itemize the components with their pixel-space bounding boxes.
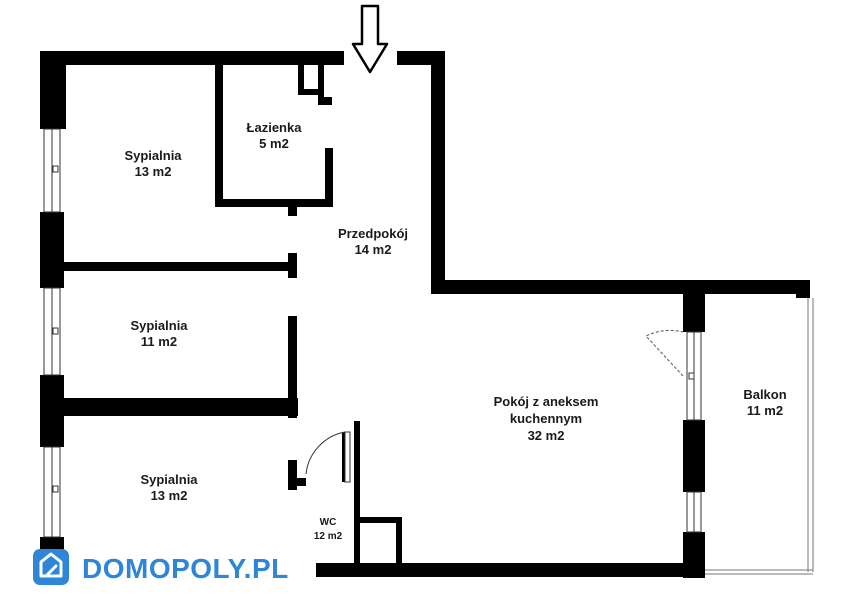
room-sypialnia-1-name: Sypialnia: [124, 148, 182, 163]
wall-bed2-right: [288, 316, 297, 418]
balcony-door-swing: [645, 329, 684, 377]
room-przedpokoj-area: 14 m2: [355, 242, 392, 257]
room-sypialnia-3-name: Sypialnia: [140, 472, 198, 487]
wall-bed1-stub: [288, 207, 297, 216]
room-sypialnia-2-area: 11 m2: [141, 334, 177, 349]
wall-bottom: [316, 563, 705, 577]
wall-shaft-right: [318, 63, 324, 105]
wall-bed3-jamb-foot: [288, 478, 306, 486]
logo: DOMOPOLY.PL: [33, 549, 289, 585]
room-pokoj-name: Pokój z aneksem: [494, 394, 599, 409]
wall-shaft-bottom: [298, 89, 318, 95]
room-pokoj-area: 32 m2: [528, 428, 565, 443]
room-lazienka-area: 5 m2: [259, 136, 289, 151]
window-handles: [52, 165, 59, 493]
room-przedpokoj-name: Przedpokój: [338, 226, 408, 241]
wall-bed3-jamb: [288, 460, 297, 490]
wall-bath-right: [325, 148, 333, 207]
wall-balcony-corner: [683, 280, 705, 332]
room-sypialnia-1-area: 13 m2: [135, 164, 172, 179]
wall-shaft-left: [298, 63, 304, 95]
wall-living-right-1: [683, 420, 705, 492]
room-wc-area: 12 m2: [314, 531, 343, 542]
wall-bed2-bed3: [62, 398, 298, 416]
wall-wc-top: [354, 517, 402, 523]
wall-bed1-bed2: [62, 262, 296, 271]
wall-bath-left: [215, 63, 223, 207]
logo-text: DOMOPOLY.PL: [82, 553, 289, 584]
wall-left-3: [40, 375, 64, 447]
wall-bed1-bed2-end: [288, 253, 297, 278]
windows-left: [43, 128, 61, 538]
wall-left-1: [40, 51, 66, 129]
wall-wc-side: [396, 517, 402, 567]
balcony-door-handle: [688, 372, 695, 380]
room-pokoj-name-2: kuchennym: [510, 411, 582, 426]
wall-top-left: [44, 51, 344, 65]
room-labels: Sypialnia 13 m2 Łazienka 5 m2 Przedpokój…: [124, 120, 786, 542]
room-sypialnia-3-area: 13 m2: [151, 488, 188, 503]
wall-bath-bottom: [215, 199, 333, 207]
domopoly-house-icon: [33, 549, 69, 585]
wall-living-top: [431, 280, 809, 294]
room-balkon-area: 11 m2: [747, 403, 783, 418]
wc-door: [305, 431, 351, 483]
wall-hall-right: [431, 51, 445, 294]
room-lazienka-name: Łazienka: [247, 120, 303, 135]
room-wc-name: WC: [320, 517, 337, 528]
entrance-arrow-icon: [351, 4, 389, 74]
wall-left-2: [40, 212, 64, 288]
balcony-railing: [705, 298, 814, 575]
wall-shaft-foot: [318, 97, 332, 105]
wall-right-cap: [796, 280, 810, 298]
room-sypialnia-2-name: Sypialnia: [130, 318, 188, 333]
wall-wc-right: [354, 421, 360, 571]
room-balkon-name: Balkon: [743, 387, 786, 402]
walls: [40, 51, 810, 578]
